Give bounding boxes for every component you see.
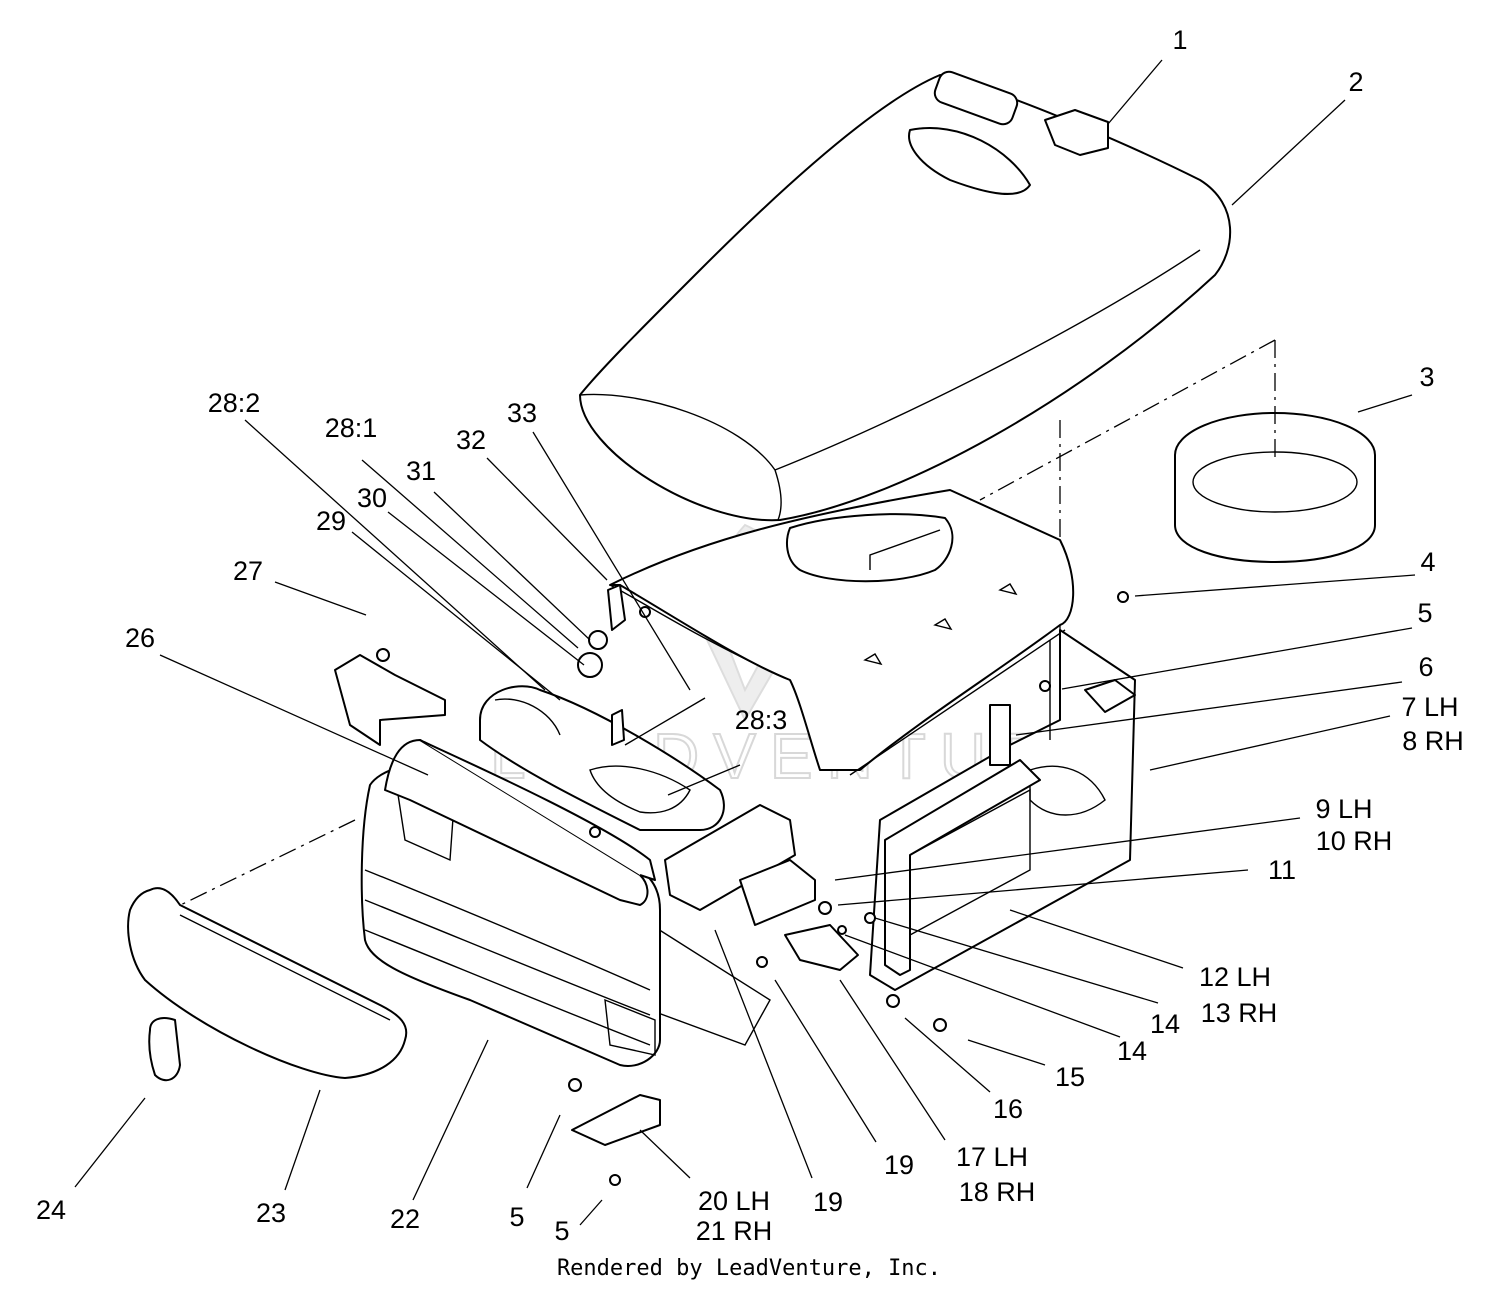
callout-14a: 14 <box>1150 1009 1180 1039</box>
callout-15: 15 <box>1055 1062 1085 1092</box>
callout-5-top: 5 <box>1417 598 1432 628</box>
callout-29: 29 <box>316 506 346 536</box>
part-lower-bracket <box>571 1094 661 1146</box>
callout-28-3: 28:3 <box>735 705 788 735</box>
callout-2: 2 <box>1348 67 1363 97</box>
part-frame-bracket <box>884 759 1041 976</box>
callout-22: 22 <box>390 1204 420 1234</box>
callout-4: 4 <box>1420 547 1435 577</box>
callout-23: 23 <box>256 1198 286 1228</box>
part-headlight-tray <box>479 685 725 831</box>
callout-19b: 19 <box>813 1187 843 1217</box>
callout-1: 1 <box>1172 25 1187 55</box>
callout-6: 6 <box>1418 652 1433 682</box>
callout-16: 16 <box>993 1094 1023 1124</box>
part-hood <box>579 70 1232 522</box>
callout-27: 27 <box>233 556 263 586</box>
callout-19a: 19 <box>884 1150 914 1180</box>
part-bumper <box>127 887 408 1079</box>
small-hardware <box>376 584 1136 1186</box>
callout-5-lower: 5 <box>509 1202 524 1232</box>
part-side-bracket <box>334 654 446 746</box>
callout-14b: 14 <box>1117 1036 1147 1066</box>
callout-32: 32 <box>456 425 486 455</box>
callout-28-2: 28:2 <box>208 388 261 418</box>
callout-11: 11 <box>1268 855 1296 885</box>
part-side-panel <box>869 629 1136 991</box>
part-nose-emblem <box>148 1017 181 1082</box>
leader-lines <box>74 59 1416 1226</box>
part-intake-ring <box>1174 412 1376 563</box>
callout-31: 31 <box>406 456 436 486</box>
callout-30: 30 <box>357 483 387 513</box>
callout-28-1: 28:1 <box>325 413 378 443</box>
callout-3: 3 <box>1419 362 1434 392</box>
callout-5-bottom: 5 <box>554 1216 569 1246</box>
footer-credit: Rendered by LeadVenture, Inc. <box>557 1256 941 1281</box>
callout-33: 33 <box>507 398 537 428</box>
callout-26: 26 <box>125 623 155 653</box>
part-dash-panel <box>609 489 1075 776</box>
callout-24: 24 <box>36 1195 66 1225</box>
part-grille-frame <box>384 739 656 906</box>
part-chassis-bracket <box>664 804 859 971</box>
